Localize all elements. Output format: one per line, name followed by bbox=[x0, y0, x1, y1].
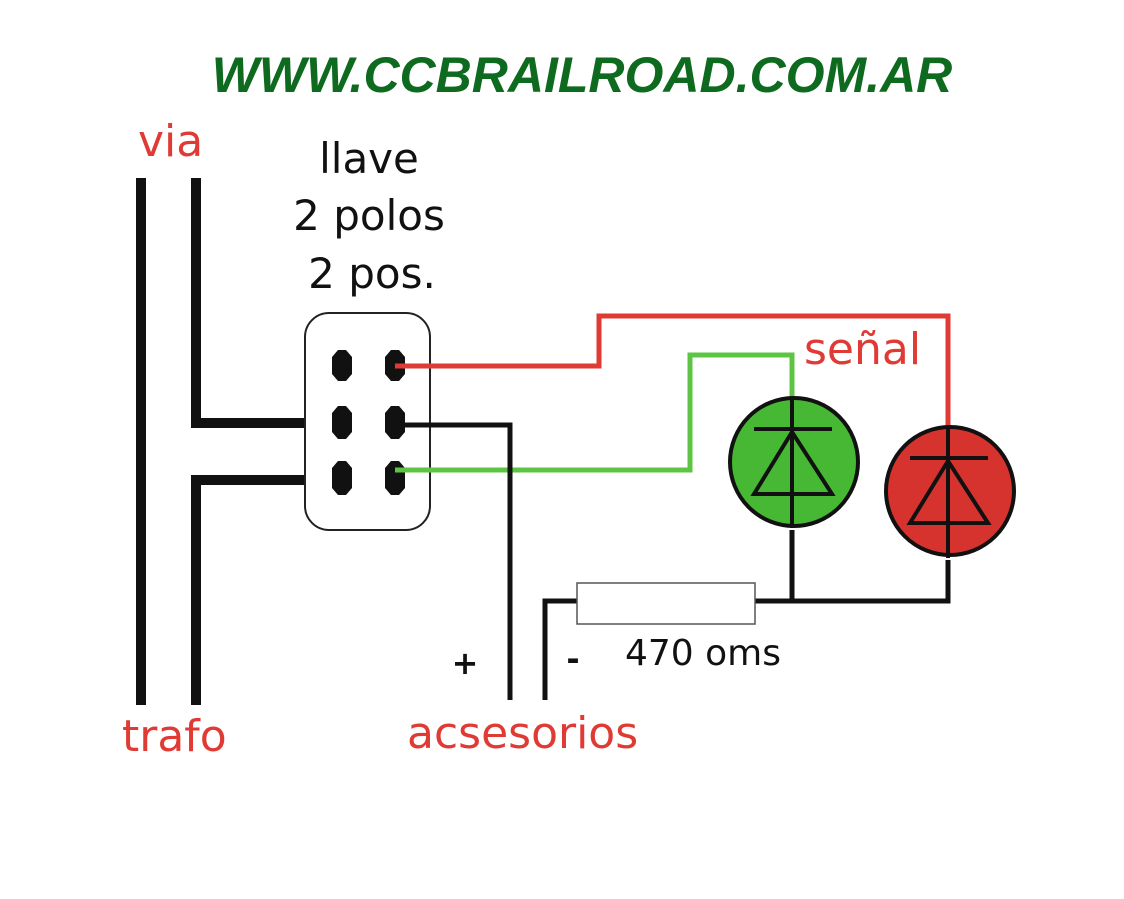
terminal-left-bottom bbox=[332, 461, 352, 495]
label-switch-line1: llave bbox=[319, 134, 419, 183]
label-minus: - bbox=[566, 640, 579, 678]
switch-body bbox=[304, 312, 431, 531]
green-signal-wire bbox=[395, 352, 795, 473]
label-switch-line3: 2 pos. bbox=[308, 249, 436, 298]
green-led bbox=[728, 396, 860, 528]
terminal-right-bottom bbox=[385, 461, 405, 495]
site-url-title: WWW.CCBRAILROAD.COM.AR bbox=[212, 47, 953, 103]
label-signal: señal bbox=[804, 324, 921, 375]
terminal-left-middle bbox=[332, 406, 352, 439]
red-led-diode-symbol bbox=[906, 457, 992, 525]
red-led bbox=[884, 425, 1016, 558]
red-signal-wire bbox=[395, 313, 951, 428]
accessory-negative-wire bbox=[542, 598, 578, 700]
led-common-wire bbox=[789, 530, 951, 604]
label-resistor-value: 470 oms bbox=[625, 633, 781, 674]
resistor bbox=[576, 582, 756, 625]
label-switch-line2: 2 polos bbox=[293, 191, 445, 240]
label-via: via bbox=[138, 116, 203, 167]
track-wires bbox=[136, 178, 343, 705]
label-plus: + bbox=[452, 644, 479, 682]
accessory-positive-wire bbox=[395, 422, 513, 700]
green-led-diode-symbol bbox=[750, 428, 836, 496]
label-accessories: acsesorios bbox=[407, 708, 638, 759]
label-trafo: trafo bbox=[122, 711, 227, 762]
terminal-left-top bbox=[332, 350, 352, 381]
